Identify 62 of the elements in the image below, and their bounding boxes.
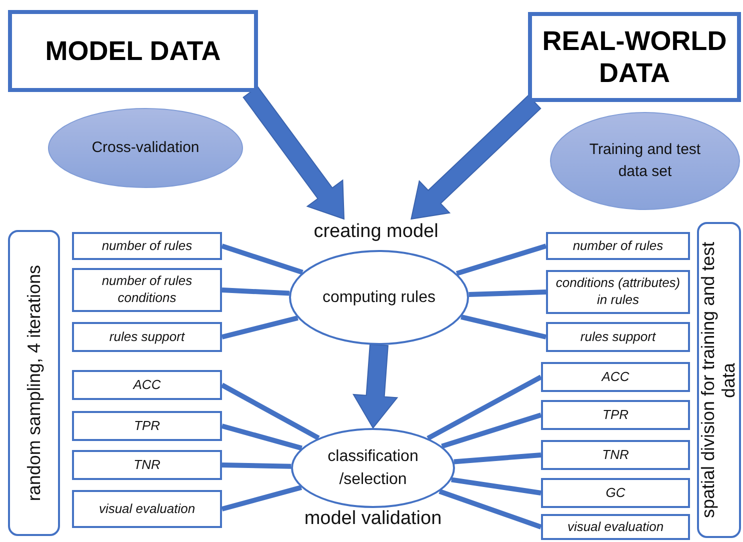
node-text: rules support (108, 328, 186, 346)
node-text: MODEL DATA (45, 34, 221, 68)
connector-line (438, 489, 542, 530)
metric-box (72, 232, 222, 260)
metric-box (546, 232, 690, 260)
node-text: conditions (attributes) in rules (554, 275, 682, 309)
connector-line (468, 290, 546, 298)
node-text: TPR (133, 418, 161, 434)
node-text: TNR (601, 446, 630, 464)
node-text: rules support (579, 328, 657, 346)
node-text: visual evaluation (566, 518, 665, 536)
metric-box (541, 478, 690, 508)
block-arrow (352, 344, 398, 429)
connector-line (222, 462, 292, 469)
metric-box (546, 322, 690, 352)
metric-box (72, 370, 222, 400)
metric-box (72, 450, 222, 480)
metric-box (541, 440, 690, 470)
node-text: spatial division for training and test data (698, 240, 740, 520)
node-text: GC (604, 484, 626, 502)
node-text: classification /selection (326, 446, 420, 490)
node-text: Cross-validation (90, 138, 200, 158)
connector-line (221, 485, 302, 512)
metric-box (72, 490, 222, 528)
node-text: ACC (132, 376, 162, 394)
title-box (528, 12, 741, 102)
node-text: REAL-WORLD DATA (541, 24, 728, 90)
node-text: ACC (600, 368, 630, 386)
node-text: number of rules (100, 238, 194, 254)
node-text: number of rules conditions (100, 273, 194, 307)
metric-box (72, 322, 222, 352)
side-panel (697, 222, 741, 538)
node-text: Training and test data set (588, 140, 702, 182)
connector-line (220, 382, 320, 440)
stage-label: creating model (314, 221, 438, 243)
node-text: TNR (132, 456, 162, 474)
connector-line (221, 244, 304, 275)
connector-line (454, 452, 542, 464)
metric-box (541, 400, 690, 430)
node-text: visual evaluation (98, 500, 196, 518)
connector-line (222, 288, 290, 296)
connector-line (441, 412, 542, 449)
metric-box (72, 268, 222, 312)
connector-line (451, 477, 542, 496)
connector-line (221, 316, 298, 340)
title-box (8, 10, 258, 92)
block-arrow (242, 86, 345, 220)
node-text: computing rules (322, 288, 436, 308)
connector-line (221, 424, 302, 451)
metric-box (72, 411, 222, 441)
stage-label: model validation (304, 508, 442, 530)
connector-line (426, 374, 542, 440)
connector-line (460, 314, 547, 340)
node-text: random sampling, 4 iterations (24, 264, 44, 502)
side-panel (8, 230, 60, 536)
metric-box (546, 270, 690, 314)
node-text: TPR (602, 406, 630, 424)
block-arrow (410, 94, 542, 220)
metric-box (541, 514, 690, 540)
node-text: number of rules (572, 238, 664, 254)
metric-box (541, 362, 690, 392)
connector-line (456, 244, 547, 276)
